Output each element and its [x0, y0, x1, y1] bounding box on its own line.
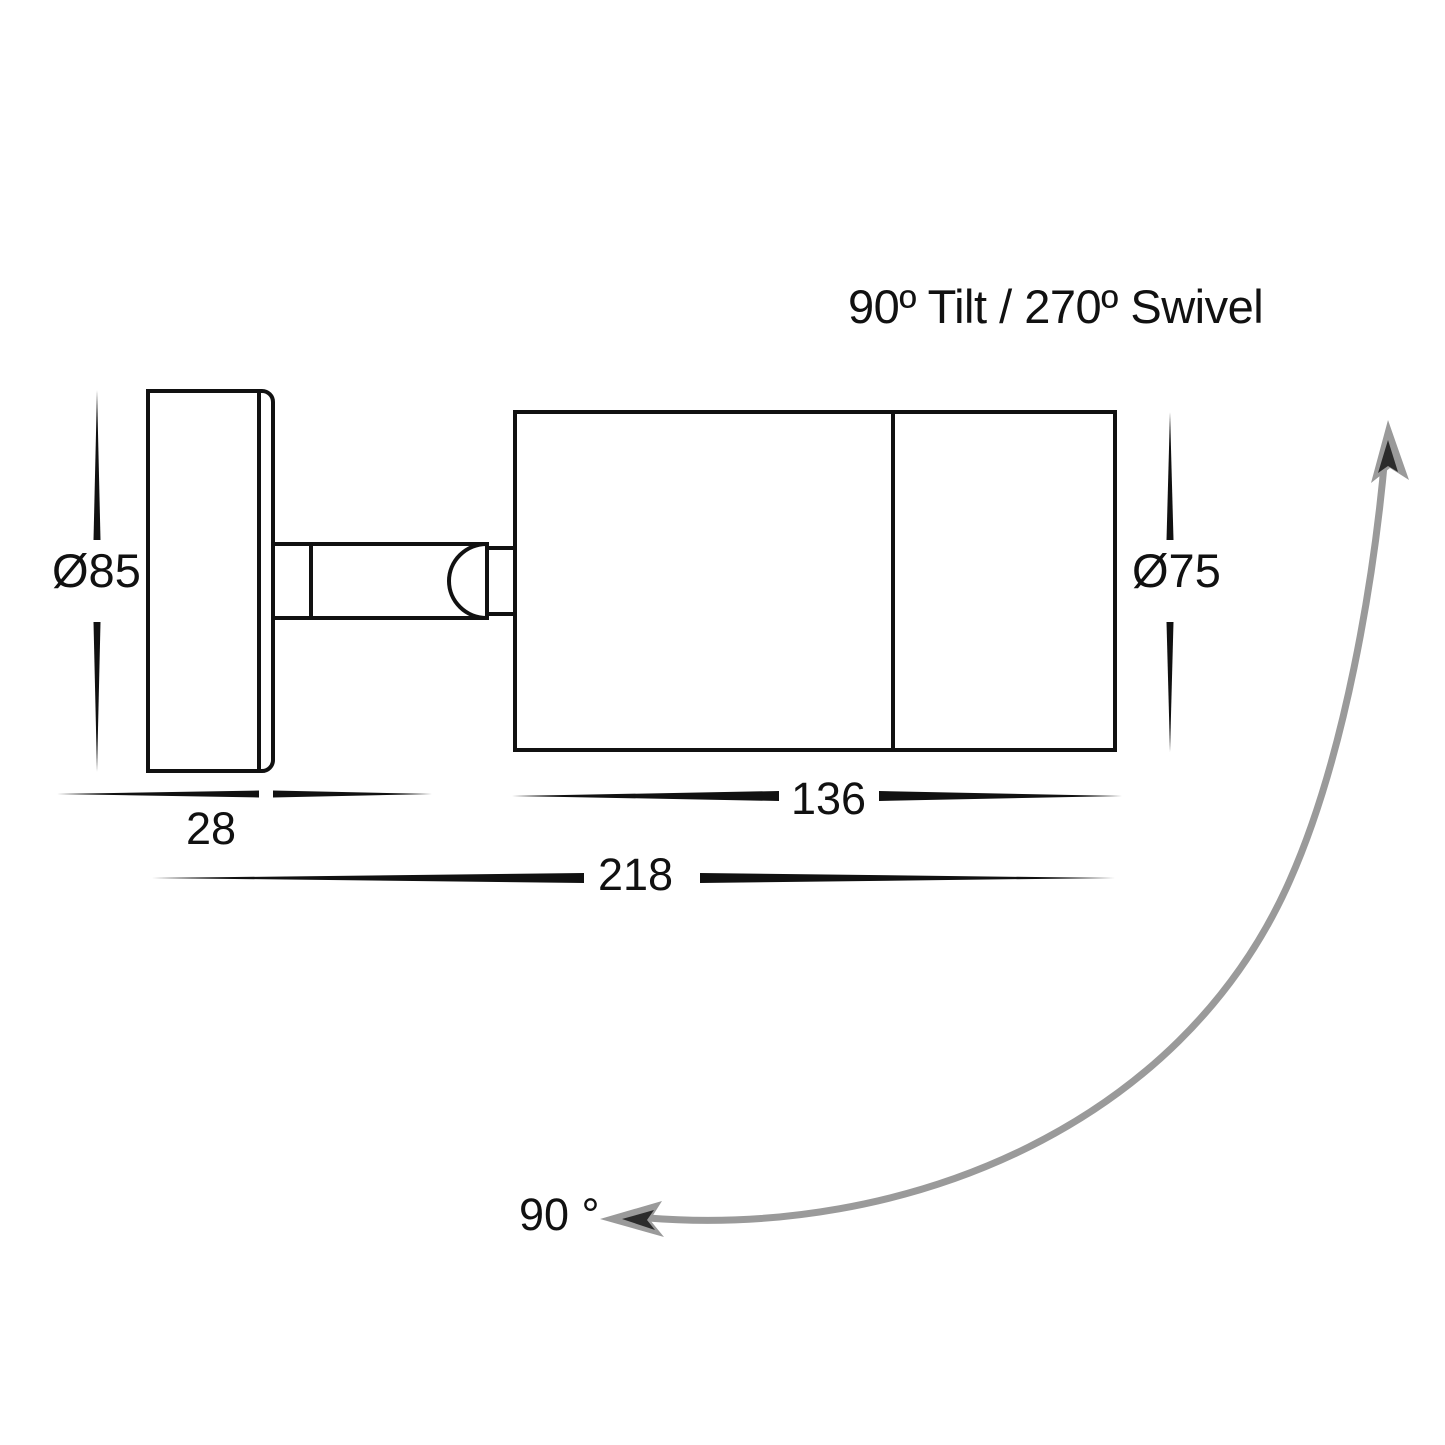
tilt-swivel-title: 90º Tilt / 270º Swivel [848, 280, 1264, 333]
dimension-label-body-diameter: Ø75 [1132, 544, 1221, 597]
rotation-arrow-head-top-notch [1378, 440, 1398, 473]
dimension-label-overall-length: 218 [598, 849, 674, 900]
dim-218-line-left [152, 873, 584, 883]
tilt-pivot-knuckle [447, 542, 488, 620]
dim-85-arrow-down [93, 622, 101, 772]
dim-75-arrow-up [1166, 412, 1174, 540]
arm-connector [485, 546, 517, 616]
rotation-arrow-curve [644, 451, 1389, 1224]
dimension-diameter-85 [93, 390, 101, 772]
dimension-label-plate-depth: 28 [186, 803, 237, 854]
dim-75-arrow-down [1166, 622, 1174, 752]
wall-plate-body [146, 389, 261, 773]
dim-85-arrow-up [93, 390, 101, 540]
dim-28-line-left [57, 790, 259, 798]
dimension-label-body-length: 136 [791, 773, 867, 824]
dim-136-line-right [879, 791, 1122, 801]
dim-28-line-right [273, 790, 432, 798]
product-outline [146, 389, 1117, 773]
dimension-label-plate-diameter: Ø85 [52, 544, 141, 597]
rotation-sweep-arrow [600, 420, 1409, 1237]
dimension-136 [512, 791, 1122, 801]
dim-218-line-right [700, 873, 1115, 883]
wall-plate-cap [259, 389, 275, 773]
dimension-218 [152, 873, 1115, 883]
dim-136-line-left [512, 791, 779, 801]
dimension-28 [57, 790, 432, 798]
lamp-body [513, 410, 1117, 752]
rotation-angle-label: 90 ° [519, 1189, 600, 1240]
dimension-diameter-75 [1166, 412, 1174, 752]
rotation-arrow-head-left-notch [622, 1210, 655, 1230]
arm-collar [271, 542, 313, 620]
